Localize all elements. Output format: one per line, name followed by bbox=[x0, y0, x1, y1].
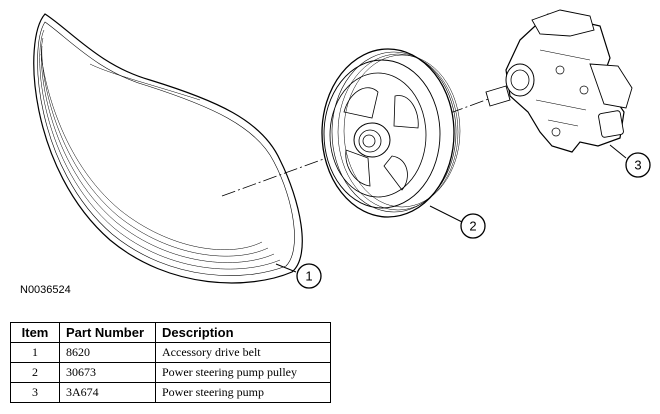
callout-3: 3 bbox=[625, 152, 651, 178]
figure-id: N0036524 bbox=[20, 284, 71, 296]
item-cell: 2 bbox=[10, 362, 60, 383]
callout-2-number: 2 bbox=[469, 219, 476, 234]
description-cell: Power steering pump bbox=[155, 382, 331, 403]
part-number-cell: 3A674 bbox=[59, 382, 156, 403]
callout-2-leader bbox=[429, 205, 463, 223]
table-header-row: Item Part Number Description bbox=[10, 322, 331, 343]
exploded-view-illustration: 1 2 3 bbox=[33, 9, 651, 289]
part-number-cell: 30673 bbox=[59, 362, 156, 383]
accessory-drive-belt bbox=[33, 13, 303, 284]
callout-3-leader bbox=[609, 144, 627, 159]
item-cell: 1 bbox=[10, 342, 60, 363]
callout-2: 2 bbox=[460, 213, 486, 239]
part-number-cell: 8620 bbox=[59, 342, 156, 363]
power-steering-pump-pulley bbox=[321, 48, 461, 218]
description-cell: Power steering pump pulley bbox=[155, 362, 331, 383]
callout-1: 1 bbox=[296, 263, 322, 289]
table-row: 3 3A674 Power steering pump bbox=[10, 382, 331, 403]
power-steering-pump bbox=[485, 9, 633, 153]
column-header-description: Description bbox=[155, 322, 331, 343]
column-header-item: Item bbox=[10, 322, 60, 343]
callout-1-leader bbox=[275, 263, 297, 273]
parts-table: Item Part Number Description 1 8620 Acce… bbox=[10, 322, 331, 403]
item-cell: 3 bbox=[10, 382, 60, 403]
callout-3-number: 3 bbox=[634, 158, 641, 173]
table-row: 1 8620 Accessory drive belt bbox=[10, 342, 331, 363]
callout-1-number: 1 bbox=[305, 269, 312, 284]
column-header-part-number: Part Number bbox=[59, 322, 156, 343]
description-cell: Accessory drive belt bbox=[155, 342, 331, 363]
table-row: 2 30673 Power steering pump pulley bbox=[10, 362, 331, 383]
